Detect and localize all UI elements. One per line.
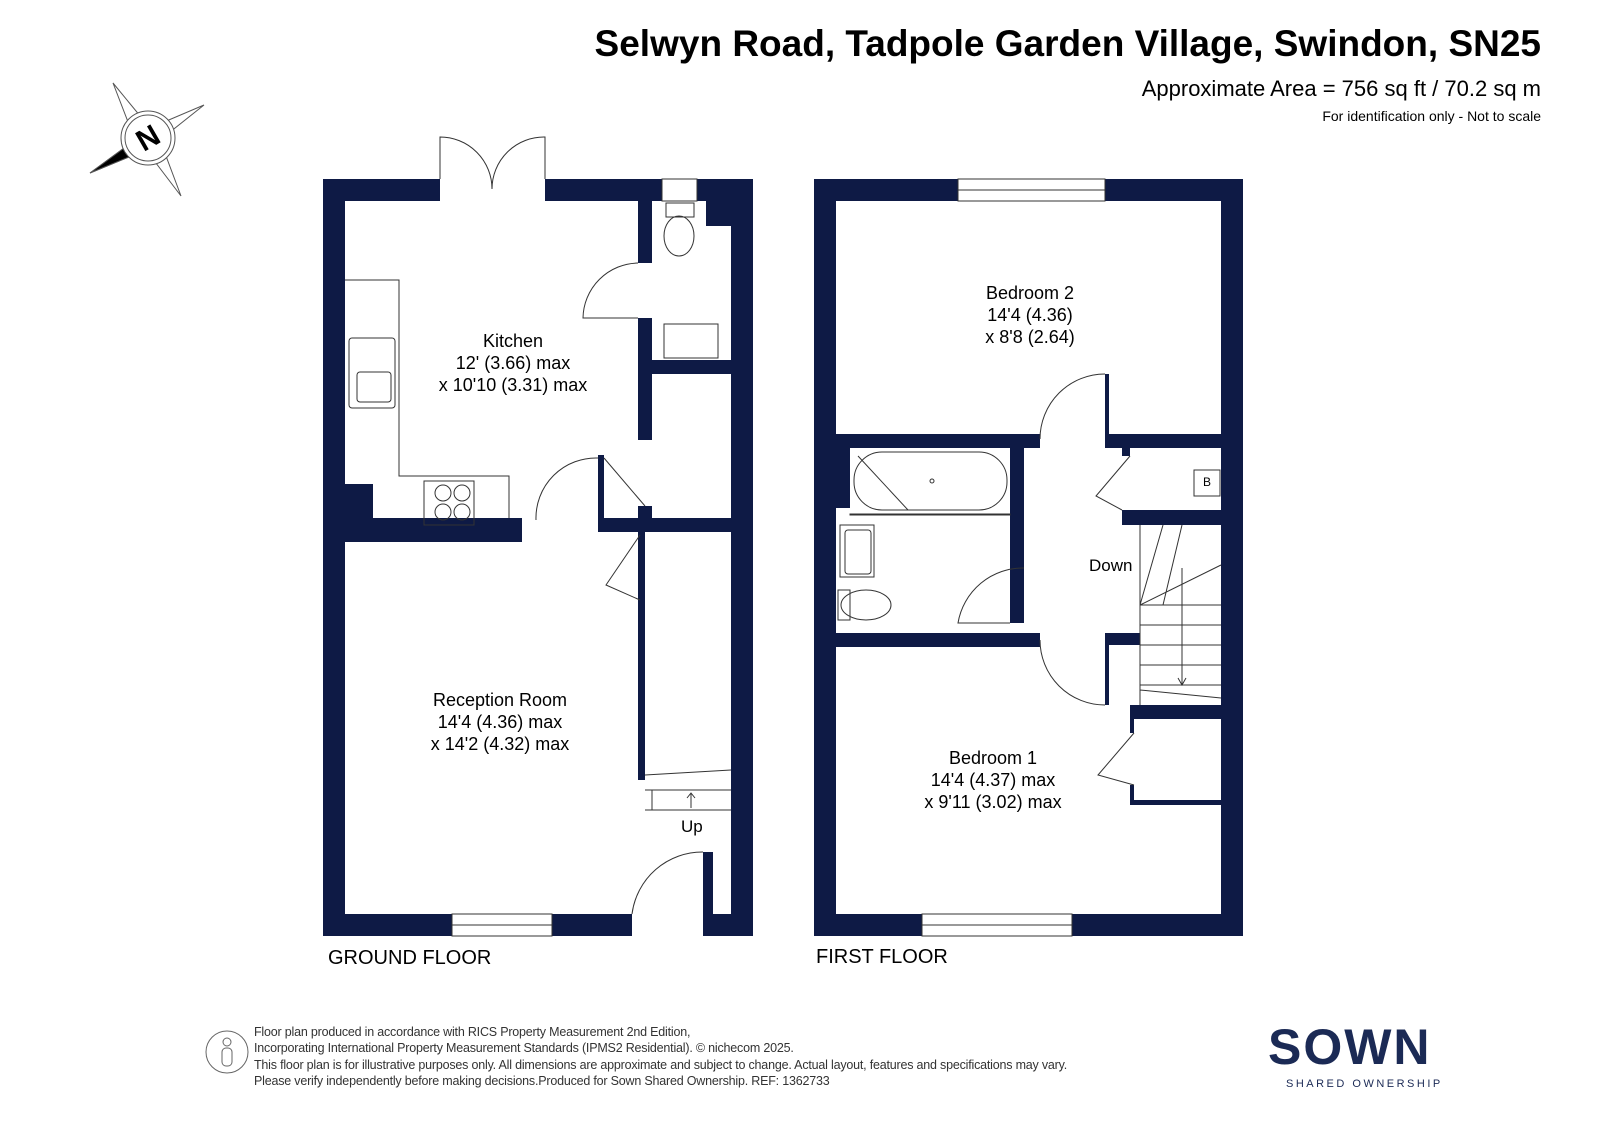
compass-icon: N: [89, 82, 205, 197]
ground-floor-walls: [323, 179, 753, 936]
room-dim: x 9'11 (3.02) max: [924, 792, 1062, 812]
room-dim: 12' (3.66) max: [455, 353, 571, 373]
ground-floor-fixtures: [345, 136, 732, 937]
footer-line: Floor plan produced in accordance with R…: [254, 1025, 691, 1039]
first-floor-fixtures: [837, 178, 1222, 937]
room-dim: 14'4 (4.36): [987, 305, 1073, 325]
boiler-label: B: [1203, 475, 1212, 489]
room-name: Reception Room: [432, 690, 568, 710]
info-person-icon: [205, 1030, 249, 1074]
identification-note: For identification only - Not to scale: [1322, 108, 1541, 124]
room-name: Bedroom 1: [948, 748, 1038, 768]
stairs-down-label: Down: [1089, 556, 1133, 575]
room-dim: x 8'8 (2.64): [985, 327, 1075, 347]
room-dim: 14'4 (4.36) max: [437, 712, 563, 732]
footer-line: This floor plan is for illustrative purp…: [254, 1057, 1068, 1072]
sown-logo: SOWN: [1268, 1019, 1432, 1075]
footer-line: Incorporating International Property Mea…: [254, 1041, 794, 1056]
room-name: Kitchen: [482, 331, 544, 351]
room-dim: x 14'2 (4.32) max: [430, 734, 570, 754]
stairs-up-label: Up: [681, 817, 703, 836]
room-dim: 14'4 (4.37) max: [930, 770, 1056, 790]
sown-logo-tagline: SHARED OWNERSHIP: [1286, 1078, 1443, 1090]
room-dim: x 10'10 (3.31) max: [438, 375, 588, 395]
footer-line: Please verify independently before makin…: [254, 1073, 830, 1088]
page-title: Selwyn Road, Tadpole Garden Village, Swi…: [594, 23, 1541, 64]
first-floor-walls: [814, 179, 1243, 936]
room-name: Bedroom 2: [985, 283, 1075, 303]
room-label-kitchen: Kitchen 12' (3.66) max x 10'10 (3.31) ma…: [439, 330, 588, 396]
first-floor-label: FIRST FLOOR: [816, 946, 948, 968]
ground-floor-label: GROUND FLOOR: [328, 947, 492, 969]
approximate-area: Approximate Area = 756 sq ft / 70.2 sq m: [1141, 76, 1541, 101]
room-label-bedroom-2: Bedroom 2 14'4 (4.36) x 8'8 (2.64): [985, 282, 1074, 348]
footer-disclaimer: Floor plan produced in accordance with R…: [254, 1024, 1067, 1089]
room-label-reception: Reception Room 14'4 (4.36) max x 14'2 (4…: [431, 689, 570, 755]
room-label-bedroom-1: Bedroom 1 14'4 (4.37) max x 9'11 (3.02) …: [924, 747, 1061, 813]
